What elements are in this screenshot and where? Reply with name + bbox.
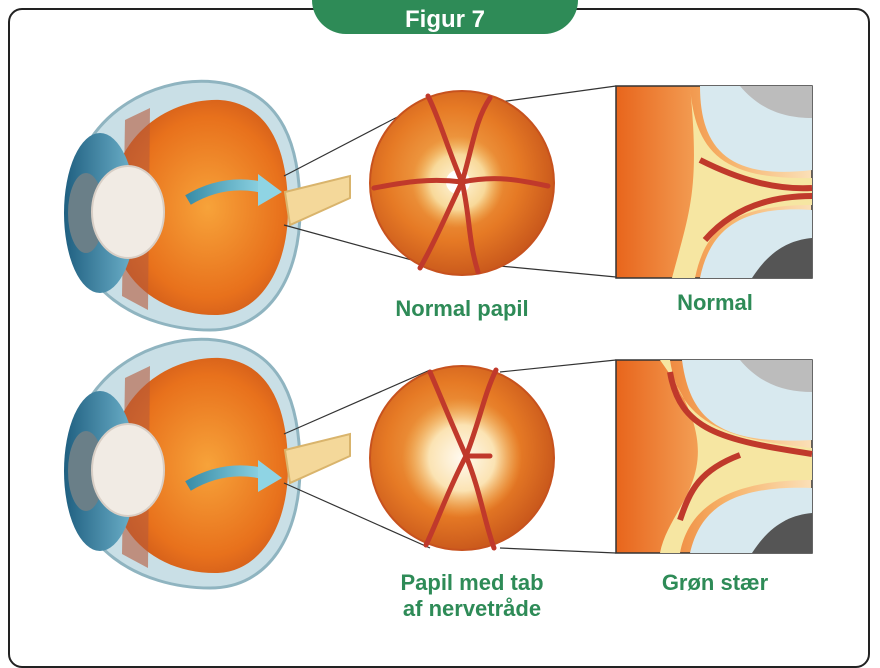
- label-papil-nerve-loss-2: af nervetråde: [372, 596, 572, 622]
- eye-cross-section-bottom: [64, 339, 350, 588]
- label-glaucoma: Grøn stær: [630, 570, 800, 596]
- retina-section-normal: [616, 86, 812, 278]
- optic-disc-normal: [370, 91, 554, 275]
- label-normal-papil: Normal papil: [372, 296, 552, 322]
- label-papil-nerve-loss-1: Papil med tab: [372, 570, 572, 596]
- eye-diagram: [0, 0, 880, 649]
- eye-cross-section-top: [64, 81, 350, 330]
- label-normal: Normal: [640, 290, 790, 316]
- optic-disc-glaucoma: [370, 366, 554, 550]
- retina-section-glaucoma: [616, 360, 812, 553]
